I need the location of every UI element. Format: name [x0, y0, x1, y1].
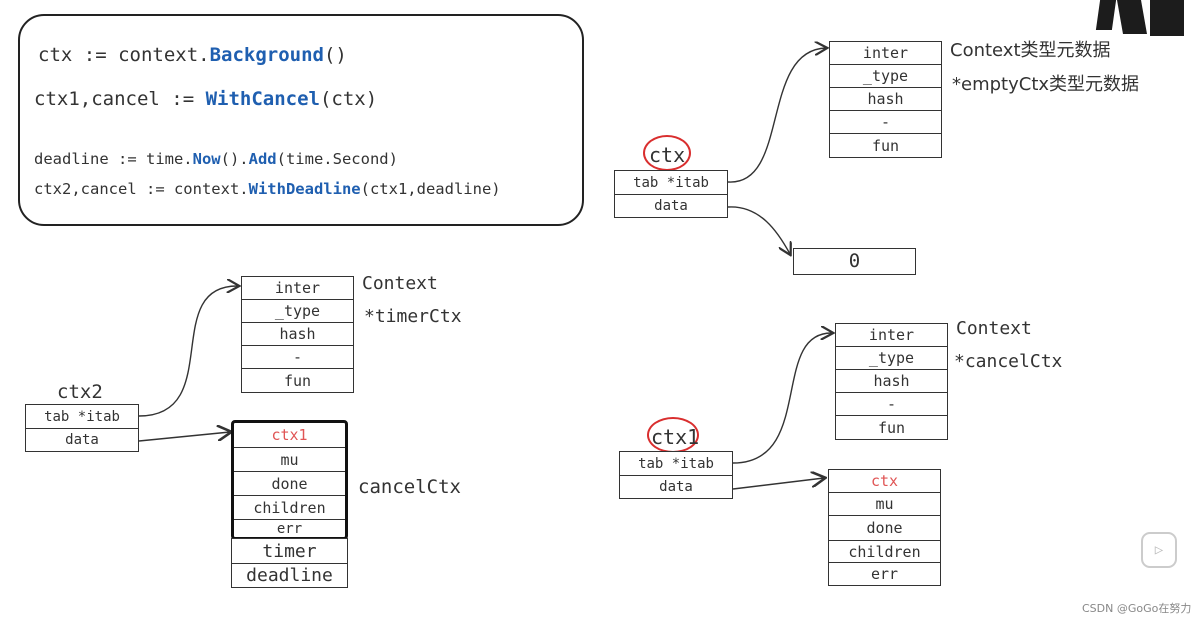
meta-label-context-3: Context	[956, 318, 1032, 339]
meta-row-type: _type	[242, 300, 353, 323]
type-meta-context-ctx1: inter _type hash - fun	[835, 323, 948, 440]
meta-row-hash: hash	[242, 323, 353, 346]
watermark: CSDN @GoGo在努力	[1082, 602, 1192, 615]
field-tab: tab *itab	[26, 405, 138, 429]
arrow-ctx2-data	[138, 432, 230, 442]
meta-row-fun: fun	[877, 418, 906, 437]
struct-row-ctx1: ctx1	[234, 423, 345, 448]
scribble-mark	[1150, 0, 1184, 36]
cancelctx-struct-ctx2: ctx1 mu done children err	[231, 420, 348, 540]
meta-label-context: Context类型元数据	[950, 40, 1111, 61]
struct-row-done: done	[234, 472, 345, 496]
meta-label-context-2: Context	[362, 273, 438, 294]
field-tab: tab *itab	[620, 452, 732, 476]
code-panel: ctx := context.Background() ctx1,cancel …	[18, 14, 584, 226]
cancelctx-struct-ctx1: ctx mu done children err	[828, 469, 941, 586]
iface-var-ctx1: tab *itab data	[619, 451, 733, 499]
meta-row-dash: -	[836, 393, 947, 416]
meta-row-type: _type	[836, 347, 947, 370]
struct-label-cancelctx: cancelCtx	[358, 476, 461, 498]
field-tab: tab *itab	[615, 171, 727, 195]
code-line-4: ctx2,cancel := context.WithDeadline(ctx1…	[34, 180, 501, 198]
field-data: data	[659, 479, 693, 495]
arrow-ctx-tab	[727, 48, 826, 183]
meta-row-dash: -	[830, 111, 941, 134]
struct-row-children: children	[829, 541, 940, 563]
meta-row-dash: -	[242, 346, 353, 369]
var-label-ctx: ctx	[649, 143, 686, 167]
code-line-1: ctx := context.Background()	[38, 44, 347, 66]
code-line-3: deadline := time.Now().Add(time.Second)	[34, 150, 398, 168]
type-meta-context-ctx: inter _type hash - fun	[829, 41, 942, 158]
meta-row-inter: inter	[830, 42, 941, 65]
meta-row-inter: inter	[242, 277, 353, 300]
arrow-ctx1-tab	[732, 333, 832, 464]
struct-row-ctx: ctx	[829, 470, 940, 493]
meta-row-fun: fun	[871, 136, 900, 155]
meta-row-hash: hash	[830, 88, 941, 111]
var-label-ctx1: ctx1	[651, 425, 700, 449]
field-data: data	[65, 432, 99, 448]
play-button-icon: ▷	[1154, 542, 1164, 558]
struct-row-mu: mu	[829, 493, 940, 516]
meta-row-type: _type	[830, 65, 941, 88]
iface-var-ctx: tab *itab data	[614, 170, 728, 218]
struct-row-done: done	[829, 516, 940, 541]
struct-row-mu: mu	[234, 448, 345, 472]
meta-label-emptyctx: *emptyCtx类型元数据	[952, 74, 1140, 95]
arrow-ctx-data	[727, 206, 790, 254]
var-label-ctx2: ctx2	[57, 381, 103, 403]
value-zero: 0	[848, 250, 861, 272]
struct-row-err: err	[276, 520, 303, 537]
struct-row-timer: timer	[232, 539, 347, 564]
meta-row-fun: fun	[283, 371, 312, 390]
type-meta-context-ctx2: inter _type hash - fun	[241, 276, 354, 393]
play-button[interactable]: ▷	[1141, 532, 1177, 568]
struct-row-children: children	[234, 496, 345, 520]
meta-row-inter: inter	[836, 324, 947, 347]
value-box-zero: 0	[793, 248, 916, 275]
arrow-ctx2-tab	[138, 286, 238, 417]
arrow-ctx1-data	[732, 478, 824, 490]
struct-row-deadline: deadline	[246, 565, 333, 586]
field-data: data	[654, 198, 688, 214]
meta-label-cancelctx: *cancelCtx	[954, 351, 1063, 372]
code-line-2: ctx1,cancel := WithCancel(ctx)	[34, 88, 378, 110]
iface-var-ctx2: tab *itab data	[25, 404, 139, 452]
meta-label-timerctx: *timerCtx	[364, 306, 462, 327]
timerctx-extra-fields: timer deadline	[231, 538, 348, 588]
meta-row-hash: hash	[836, 370, 947, 393]
struct-row-err: err	[870, 564, 899, 583]
